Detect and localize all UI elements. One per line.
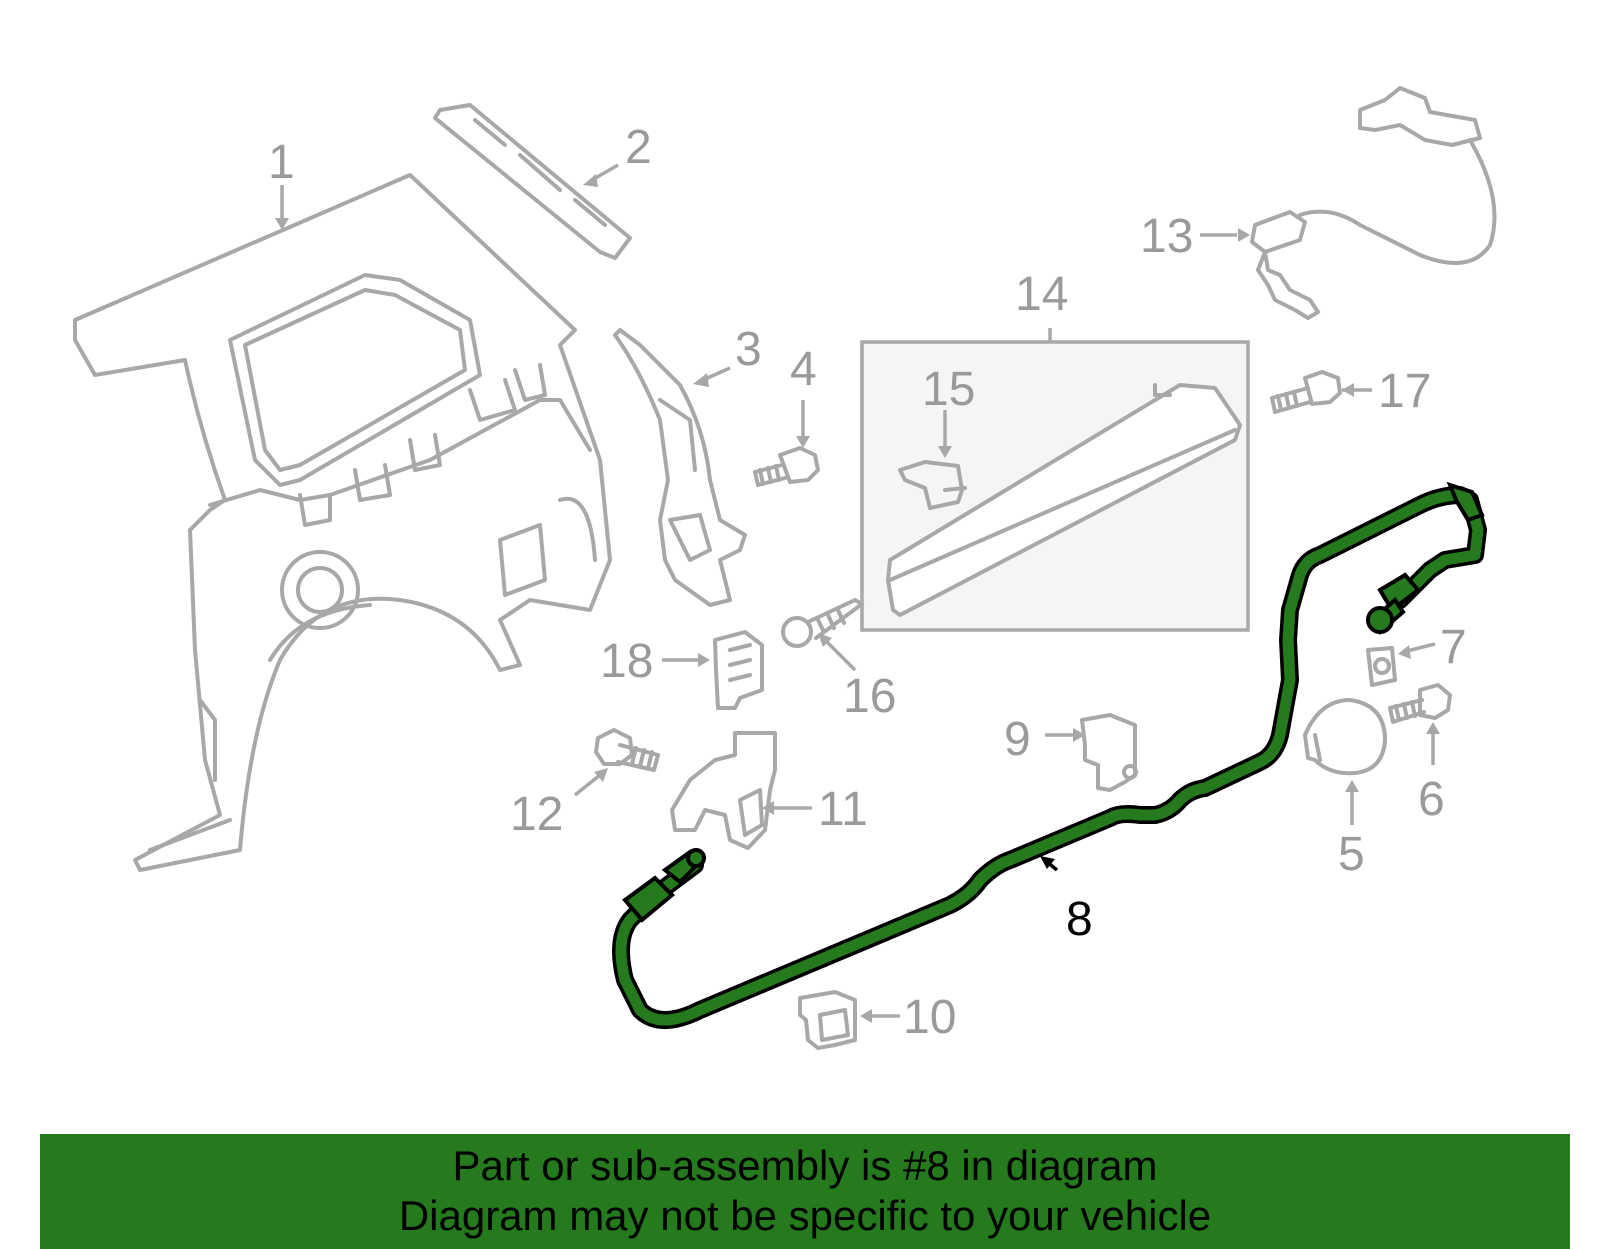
part-12-bolt[interactable] bbox=[594, 728, 660, 772]
callout-17: 17 bbox=[1378, 365, 1431, 418]
banner-line-1: Part or sub-assembly is #8 in diagram bbox=[452, 1142, 1158, 1189]
callout-15: 15 bbox=[922, 363, 975, 416]
part-6-bolt[interactable] bbox=[1388, 683, 1452, 724]
part-14-moulding-kit-box[interactable] bbox=[860, 340, 1250, 632]
callout-8-highlighted: 8 bbox=[1066, 893, 1093, 946]
part-2-reinforcement-strip[interactable] bbox=[433, 103, 632, 260]
callout-arrows bbox=[275, 163, 1440, 1023]
part-4-bolt[interactable] bbox=[753, 446, 820, 487]
callout-1: 1 bbox=[268, 136, 295, 189]
part-3-pillar-bracket[interactable] bbox=[613, 328, 747, 607]
callout-2: 2 bbox=[625, 121, 652, 174]
callout-labels: 1 2 3 4 5 6 7 8 9 10 11 12 13 14 15 16 1… bbox=[268, 121, 1467, 1044]
callout-7: 7 bbox=[1440, 621, 1467, 674]
banner-line-2: Diagram may not be specific to your vehi… bbox=[398, 1192, 1212, 1239]
part-1-quarter-panel[interactable] bbox=[73, 173, 612, 872]
part-10-clip[interactable] bbox=[798, 990, 857, 1050]
callout-11: 11 bbox=[818, 783, 868, 836]
part-11-bracket[interactable] bbox=[670, 731, 777, 850]
callout-18: 18 bbox=[600, 635, 653, 688]
callout-9: 9 bbox=[1004, 713, 1031, 766]
callout-14: 14 bbox=[1015, 268, 1068, 321]
callout-6: 6 bbox=[1418, 773, 1445, 826]
callout-12: 12 bbox=[510, 788, 563, 841]
part-18-clip[interactable] bbox=[713, 630, 764, 710]
callout-3: 3 bbox=[735, 323, 762, 376]
callout-4: 4 bbox=[790, 343, 817, 396]
part-7-nut[interactable] bbox=[1366, 646, 1397, 687]
part-5-fuel-lid[interactable] bbox=[1303, 698, 1387, 776]
info-banner: Part or sub-assembly is #8 in diagram Di… bbox=[40, 1134, 1570, 1249]
part-16-screw[interactable] bbox=[781, 598, 864, 648]
part-13-opener-cable[interactable] bbox=[1250, 86, 1497, 320]
callout-13: 13 bbox=[1140, 210, 1193, 263]
part-15-clip[interactable] bbox=[898, 460, 967, 510]
callout-5: 5 bbox=[1338, 828, 1365, 881]
part-8-highlighted-cable[interactable] bbox=[612, 481, 1487, 1029]
part-9-clip[interactable] bbox=[1080, 713, 1138, 792]
part-17-bolt[interactable] bbox=[1270, 370, 1342, 414]
callout-16: 16 bbox=[843, 670, 896, 723]
callout-10: 10 bbox=[903, 991, 956, 1044]
